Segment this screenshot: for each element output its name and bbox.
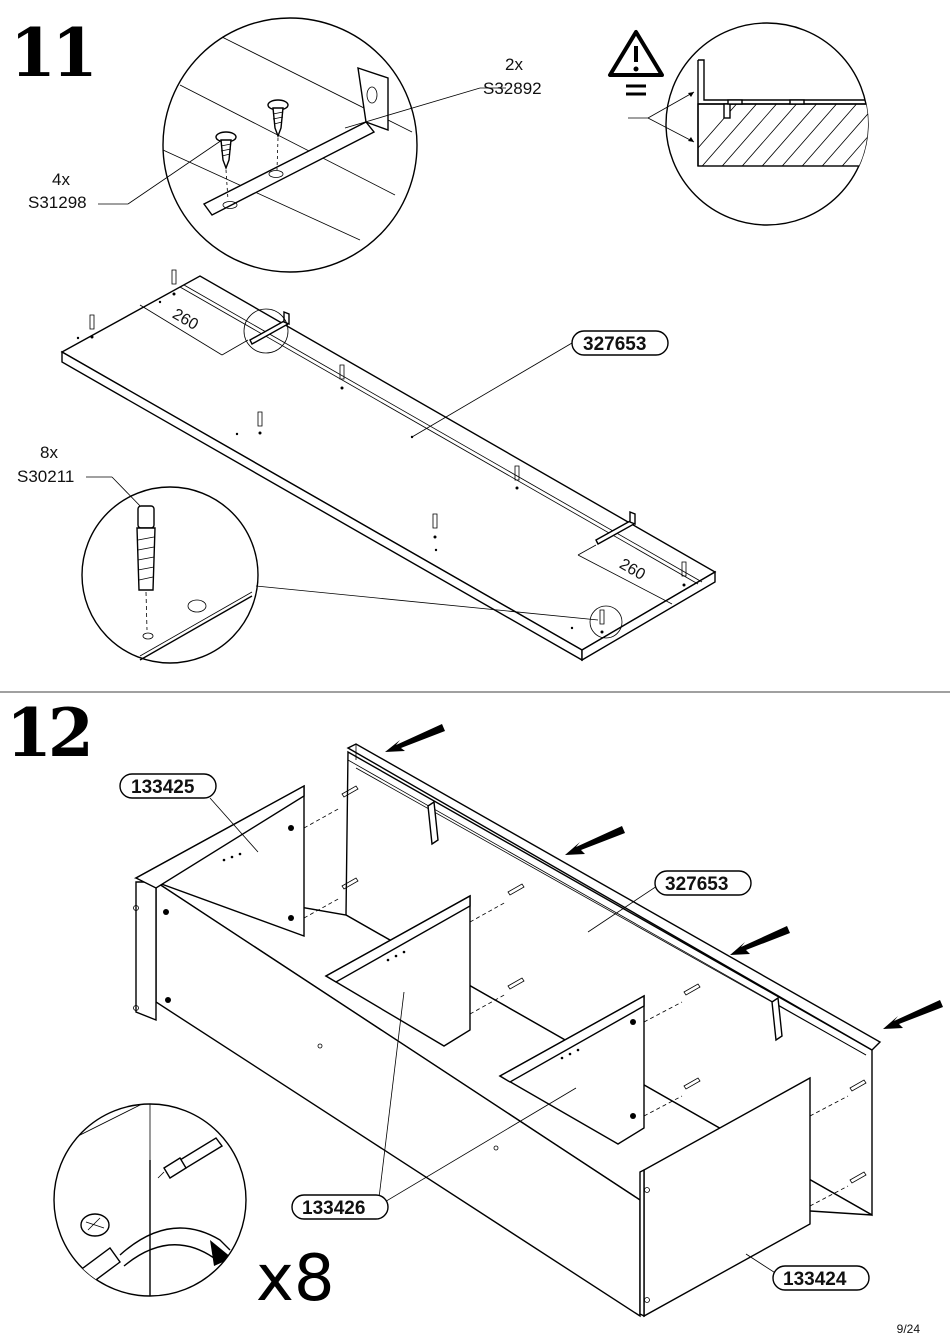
screw-icon (267, 99, 289, 138)
panel-code-label: 327653 (583, 334, 646, 355)
divider-panel (498, 994, 645, 1145)
bracket-shape (202, 66, 389, 216)
side-panel-label: 133425 (131, 777, 195, 798)
screw-code-label: S31298 (28, 193, 87, 212)
arrow-icon (385, 724, 943, 1029)
screwdriver-icon (54, 1227, 232, 1296)
part-label-pill (571, 330, 669, 356)
bracket-code-label: S32892 (483, 79, 542, 98)
bottom-panel (133, 880, 873, 1318)
dowel-detail-circle (81, 486, 259, 664)
dowel-icon (157, 1137, 224, 1179)
side-panel-right-label: 133424 (783, 1269, 847, 1290)
dowel-qty-label: 8x (40, 443, 58, 462)
multiplier-label: x8 (256, 1242, 335, 1316)
page-number: 9/24 (896, 1322, 920, 1336)
divider-panel-label: 133426 (302, 1198, 365, 1219)
screw-icon (215, 131, 237, 170)
cam-lock-detail-circle (53, 1103, 247, 1297)
side-panel-133425 (133, 784, 305, 938)
panel-327653 (60, 269, 717, 662)
divider-panel (324, 894, 471, 1047)
step-number-11: 11 (10, 14, 98, 92)
screw-qty-label: 4x (52, 170, 70, 189)
warning-icon (608, 30, 664, 96)
back-panel-label: 327653 (665, 874, 728, 895)
dowel-code-label: S30211 (17, 467, 74, 486)
warning-detail-circle (647, 22, 869, 226)
dowel-icon (136, 505, 156, 591)
bracket-detail-circle (162, 17, 418, 273)
bracket-qty-label: 2x (505, 55, 523, 74)
cam-lock-icon (80, 1213, 110, 1237)
step-number-12: 12 (6, 694, 94, 772)
side-panel-133424 (639, 1076, 811, 1318)
